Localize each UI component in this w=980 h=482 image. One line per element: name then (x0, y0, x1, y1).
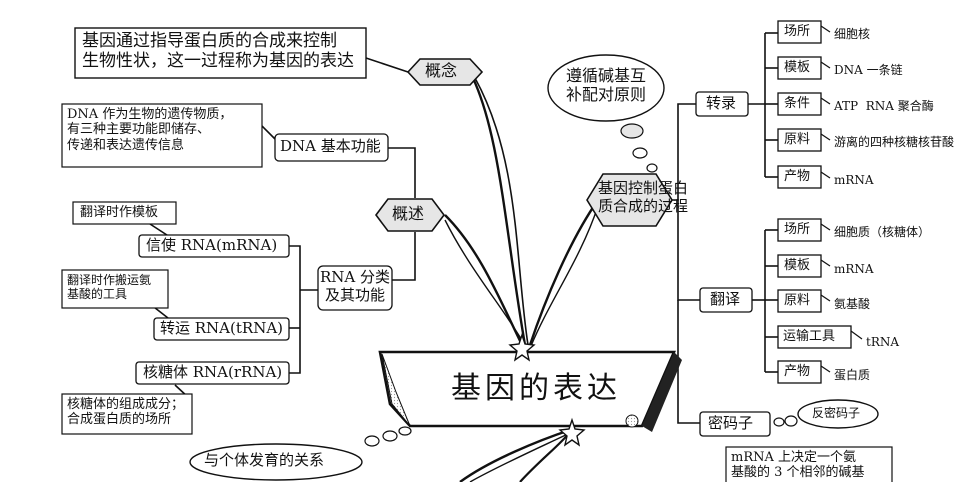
transcription-key: 条件 (784, 96, 811, 111)
rrna-note-box (61, 393, 193, 435)
transcription-label: 转录 (706, 94, 737, 112)
translation-value: 细胞质（核糖体） (834, 225, 931, 239)
transcription-value: DNA 一条链 (834, 63, 903, 77)
rrna-label: 核糖体 RNA(rRNA) (143, 363, 283, 381)
translation-box (699, 287, 753, 313)
process-label: 基因控制蛋白 质合成的过程 (598, 179, 689, 215)
concept-note-box (74, 27, 367, 79)
development-ellipse (189, 443, 363, 481)
rrna-box (135, 361, 290, 385)
bubble-dot (784, 415, 798, 427)
star-icon (508, 332, 536, 362)
anticodon-ellipse (797, 399, 879, 429)
transcription-value: ATP RNA 聚合酶 (834, 99, 934, 113)
translation-key: 运输工具 (783, 329, 836, 344)
translation-value: 氨基酸 (834, 297, 871, 311)
transcription-box (695, 91, 749, 117)
mrna-label: 信使 RNA(mRNA) (146, 236, 278, 254)
bubble-note: 遵循碱基互 补配对原则 (565, 66, 646, 104)
mrna-box (138, 234, 290, 258)
mrna-note-box (72, 201, 177, 225)
translation-value: 蛋白质 (834, 368, 871, 382)
transcription-value: 细胞核 (834, 27, 871, 41)
rna-class-label: RNA 分类 及其功能 (320, 268, 391, 304)
trna-note-box (61, 269, 169, 309)
translation-key: 场所 (784, 222, 811, 237)
concept-label: 概念 (425, 61, 458, 80)
translation-value: mRNA (834, 262, 874, 276)
trna-note: 翻译时作搬运氨 基酸的工具 (67, 273, 152, 302)
codon-box (699, 411, 771, 437)
center-banner-shape (378, 350, 676, 428)
overview-node-shape (375, 198, 445, 232)
bubble-dot (773, 417, 785, 427)
translation-value: tRNA (866, 335, 900, 349)
value-leaders (820, 25, 863, 373)
center-banner-corner (381, 353, 411, 427)
transcription-value: mRNA (834, 173, 874, 187)
codon-label: 密码子 (708, 414, 754, 432)
transcription-key: 场所 (784, 24, 811, 39)
concept-node-shape (406, 58, 484, 86)
bubble-cloud (547, 54, 665, 122)
transcription-key: 模板 (784, 60, 811, 75)
trna-label: 转运 RNA(tRNA) (160, 319, 284, 337)
transcription-key: 原料 (784, 132, 811, 147)
center-banner-shadow (642, 352, 682, 432)
key-boxes (777, 20, 852, 384)
dna-note-box (61, 103, 263, 168)
mrna-note: 翻译时作模板 (80, 205, 159, 220)
dna-function-label: DNA 基本功能 (280, 137, 381, 155)
translation-label: 翻译 (710, 290, 741, 308)
translation-key: 模板 (784, 258, 811, 273)
development-label: 与个体发育的关系 (204, 451, 325, 469)
bubble-dot (632, 147, 648, 159)
dot-marker (625, 414, 639, 428)
codon-note-box (725, 446, 893, 482)
dna-function-box (274, 133, 389, 162)
rrna-note: 核糖体的组成成分； 合成蛋白质的场所 (67, 397, 185, 428)
bubble-dot (382, 430, 398, 442)
bubble-dot (620, 123, 644, 139)
concept-note: 基因通过指导蛋白质的合成来控制 生物性状，这一过程称为基因的表达 (82, 31, 354, 72)
process-node-shape (586, 173, 673, 227)
transcription-key: 产物 (784, 169, 811, 184)
star-icon (558, 417, 586, 447)
dna-function-note: DNA 作为生物的遗传物质， 有三种主要功能即储存、 传递和表达遗传信息 (67, 107, 233, 153)
center-title: 基因的表达 (451, 371, 621, 406)
bubble-dot (364, 435, 380, 447)
codon-note: mRNA 上决定一个氨 基酸的 3 个相邻的碱基 (731, 450, 865, 481)
connectors (149, 32, 778, 482)
rna-class-box (317, 265, 393, 311)
transcription-value: 游离的四种核糖核苷酸 (834, 135, 955, 149)
overview-label: 概述 (392, 204, 425, 223)
trna-box (153, 317, 290, 341)
anticodon-label: 反密码子 (812, 406, 861, 420)
bubble-dot (398, 426, 412, 436)
translation-key: 产物 (784, 364, 811, 379)
translation-key: 原料 (784, 293, 811, 308)
bubble-dot (646, 163, 658, 173)
